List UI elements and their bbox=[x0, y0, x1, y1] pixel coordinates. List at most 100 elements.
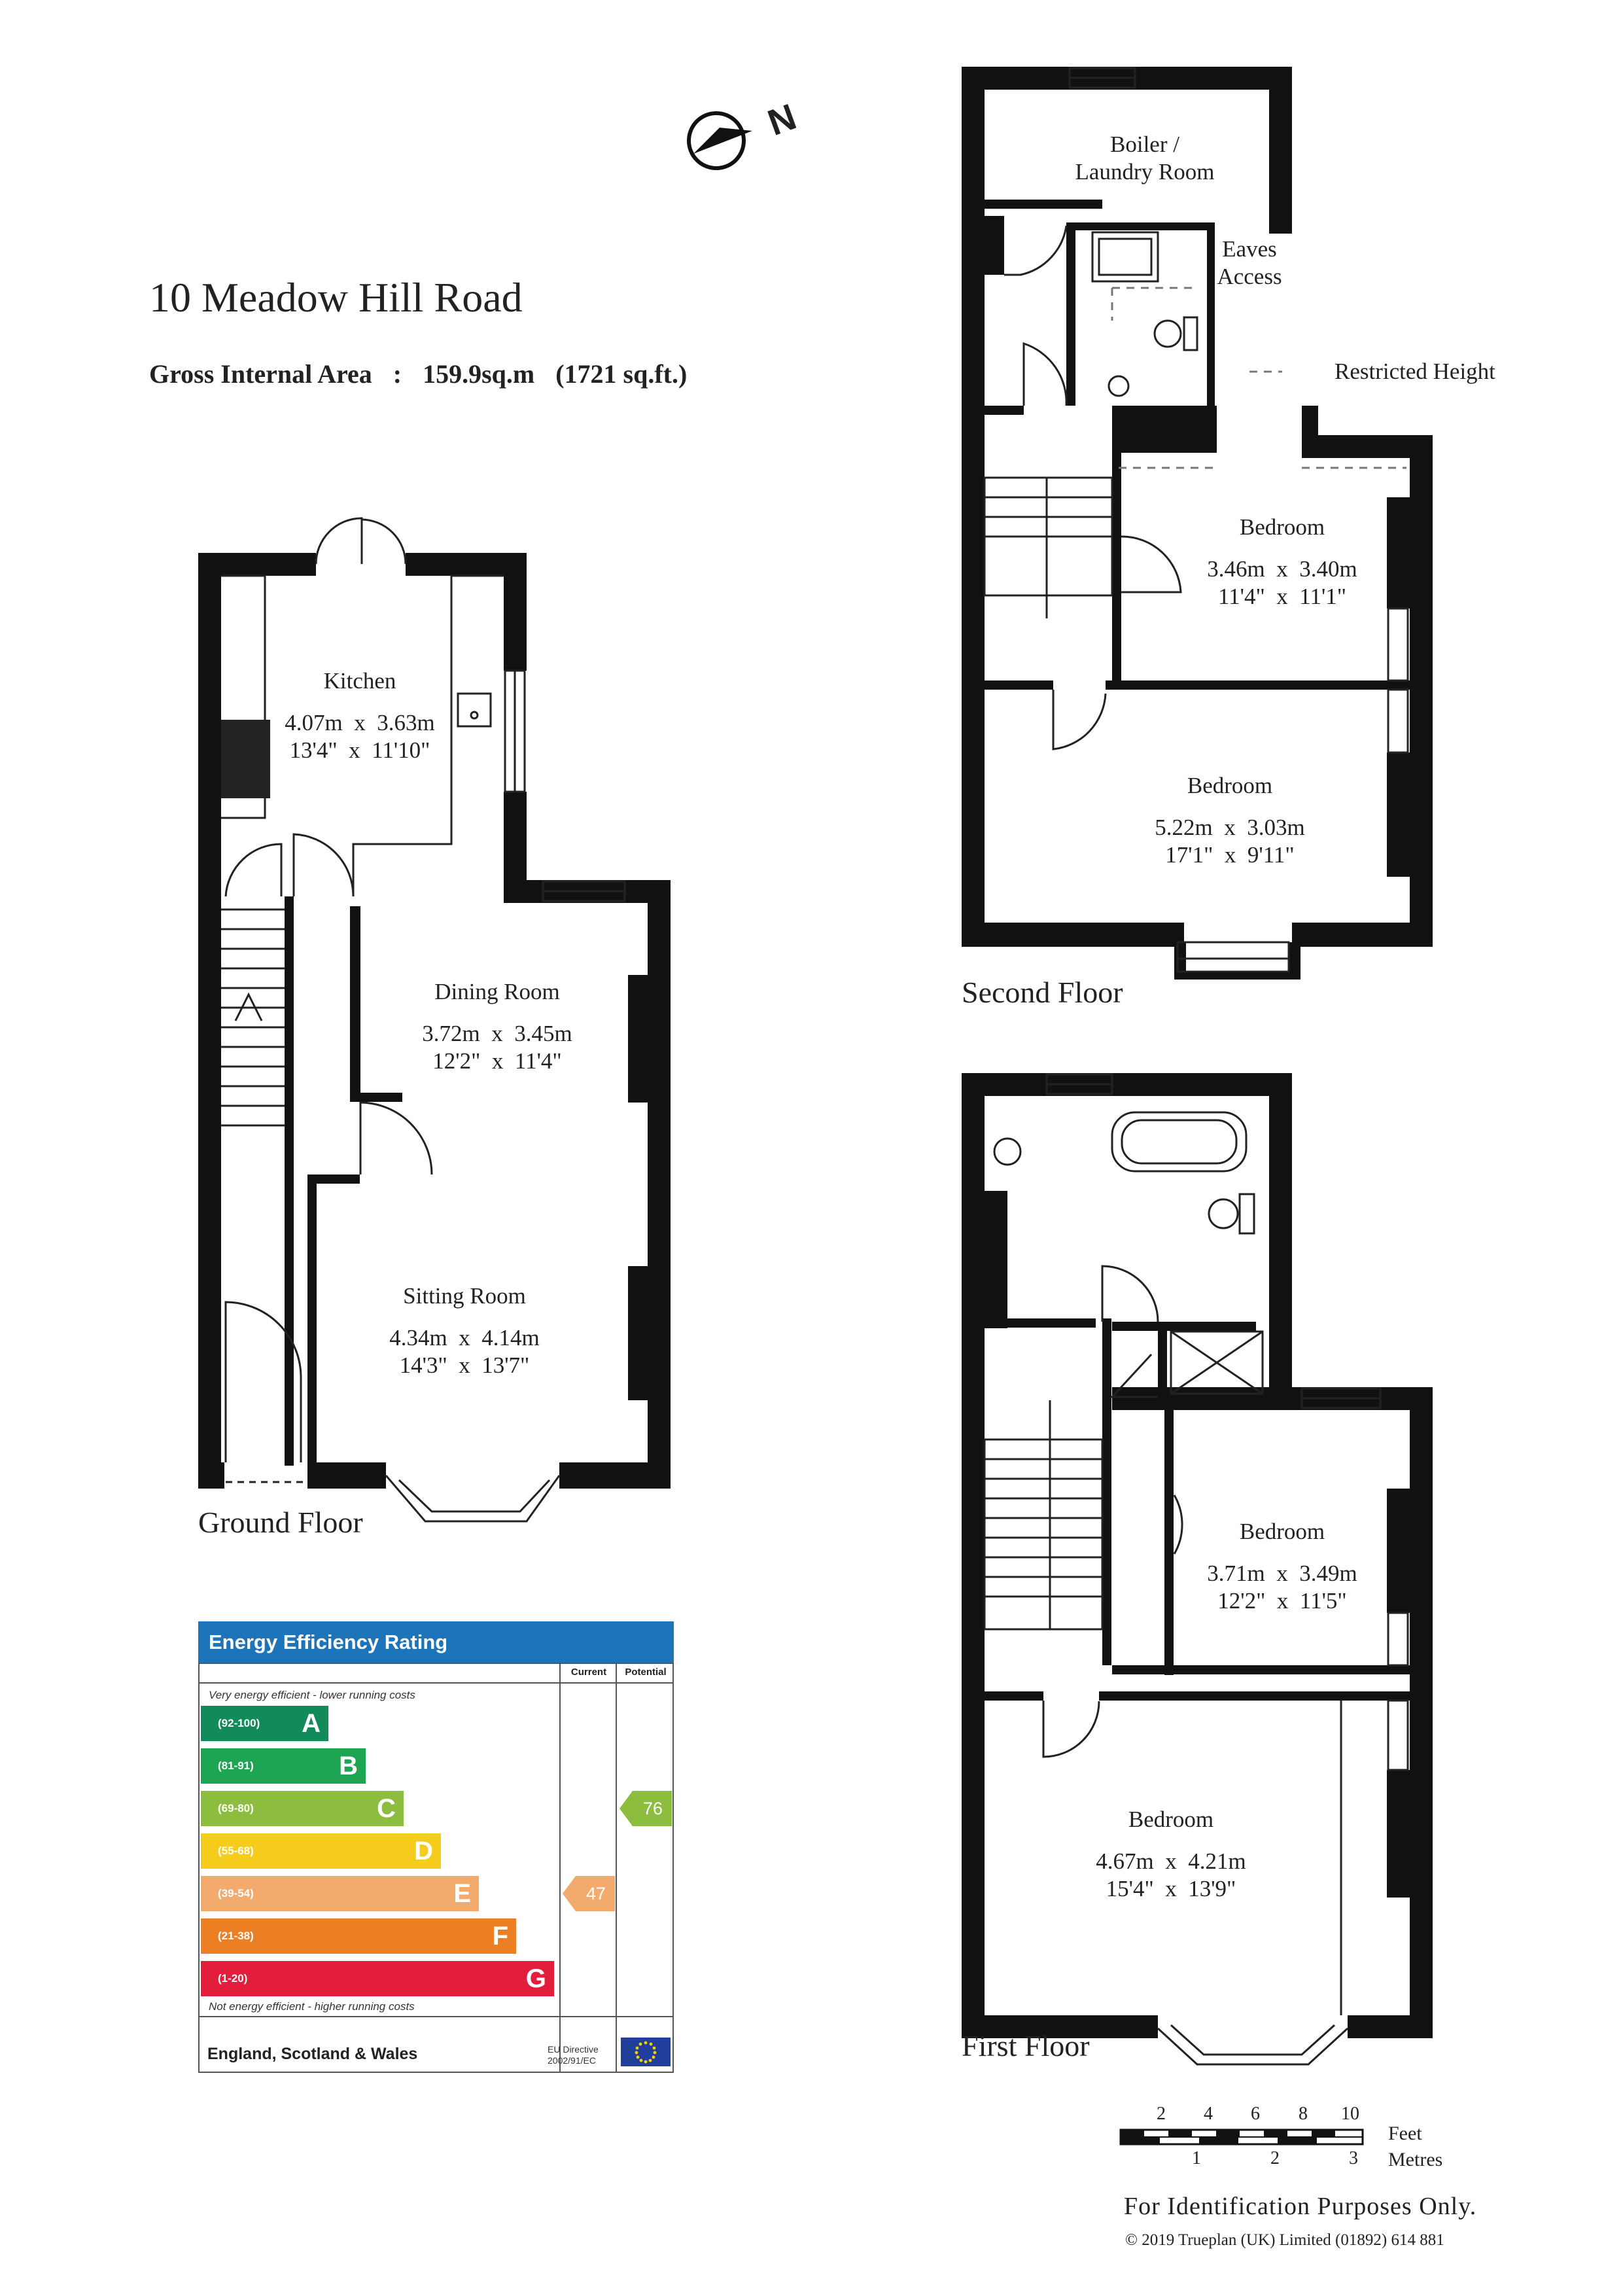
gia-sqm: 159.9sq.m bbox=[423, 359, 535, 389]
room-name: Bedroom bbox=[1239, 514, 1325, 540]
second-floor-walls bbox=[962, 67, 1433, 980]
room-metric: 3.72m x 3.45m bbox=[422, 1021, 572, 1046]
room-name-line2: Laundry Room bbox=[1075, 159, 1215, 185]
directive-line1: EU Directive bbox=[548, 2044, 599, 2055]
first-floor-label: First Floor bbox=[962, 2029, 1090, 2062]
epc-table: Current Potential Very energy efficient … bbox=[198, 1663, 674, 2073]
band-letter: C bbox=[377, 1794, 396, 1823]
gia-sqft: (1721 sq.ft.) bbox=[555, 359, 688, 389]
first-floor-walls bbox=[962, 1073, 1433, 2038]
copyright-note: © 2019 Trueplan (UK) Limited (01892) 614… bbox=[1125, 2231, 1444, 2249]
scale-metre-tick: 3 bbox=[1349, 2148, 1358, 2168]
gia-separator: : bbox=[393, 359, 402, 389]
room-imperial: 17'1" x 9'11" bbox=[1165, 842, 1295, 868]
room-name: Kitchen bbox=[323, 668, 396, 694]
epc-band-b: (81-91) B bbox=[201, 1748, 366, 1784]
room-imperial: 12'2" x 11'4" bbox=[432, 1048, 562, 1074]
epc-band-f: (21-38) F bbox=[201, 1918, 516, 1954]
room-name-line1: Boiler / bbox=[1110, 132, 1179, 157]
band-range: (81-91) bbox=[218, 1759, 254, 1772]
room-name: Dining Room bbox=[434, 979, 560, 1004]
room-imperial: 14'3" x 13'7" bbox=[399, 1352, 530, 1378]
epc-current-rating: 47 bbox=[563, 1876, 618, 1911]
band-letter: B bbox=[339, 1752, 358, 1780]
identification-note: For Identification Purposes Only. bbox=[1124, 2193, 1477, 2220]
room-metric: 4.67m x 4.21m bbox=[1096, 1848, 1246, 1874]
room-ff-bedroom-large: Bedroom 4.67m x 4.21m 15'4" x 13'9" bbox=[1073, 1806, 1269, 1903]
room-sf-bedroom-small: Bedroom 3.46m x 3.40m 11'4" x 11'1" bbox=[1184, 514, 1380, 610]
room-dining: Dining Room 3.72m x 3.45m 12'2" x 11'4" bbox=[399, 978, 595, 1075]
epc-current-header: Current bbox=[570, 1667, 607, 1678]
eu-flag-icon bbox=[621, 2038, 671, 2066]
epc-footer-region: England, Scotland & Wales bbox=[207, 2045, 418, 2063]
scale-feet-tick: 2 bbox=[1157, 2104, 1166, 2124]
scale-feet-tick: 4 bbox=[1204, 2104, 1213, 2124]
second-floor-label: Second Floor bbox=[962, 976, 1123, 1009]
scale-feet-tick: 10 bbox=[1341, 2104, 1359, 2124]
band-range: (39-54) bbox=[218, 1887, 254, 1899]
property-title: 10 Meadow Hill Road bbox=[149, 274, 523, 321]
room-sitting: Sitting Room 4.34m x 4.14m 14'3" x 13'7" bbox=[366, 1282, 563, 1379]
epc-note-top: Very energy efficient - lower running co… bbox=[209, 1689, 415, 1701]
room-metric: 4.07m x 3.63m bbox=[285, 710, 435, 735]
scale-feet-tick: 6 bbox=[1251, 2104, 1260, 2124]
room-kitchen: Kitchen 4.07m x 3.63m 13'4" x 11'10" bbox=[262, 667, 458, 764]
room-imperial: 13'4" x 11'10" bbox=[289, 737, 430, 763]
room-name: Sitting Room bbox=[403, 1283, 526, 1309]
current-value: 47 bbox=[585, 1884, 606, 1903]
scale-feet-tick: 8 bbox=[1299, 2104, 1308, 2124]
band-range: (92-100) bbox=[218, 1717, 260, 1729]
epc-current-column: Current bbox=[559, 1664, 606, 2072]
room-name-line1: Eaves bbox=[1222, 236, 1277, 262]
room-metric: 5.22m x 3.03m bbox=[1155, 815, 1305, 840]
epc-band-g: (1-20) G bbox=[201, 1961, 554, 1996]
band-letter: D bbox=[414, 1837, 433, 1865]
epc-band-c: (69-80) C bbox=[201, 1791, 404, 1826]
epc-band-e: (39-54) E bbox=[201, 1876, 479, 1911]
epc-potential-header: Potential bbox=[625, 1667, 667, 1678]
band-letter: F bbox=[492, 1922, 508, 1951]
room-imperial: 11'4" x 11'1" bbox=[1217, 584, 1347, 609]
epc-potential-column: Potential bbox=[616, 1664, 667, 2072]
scale-feet-label: Feet bbox=[1388, 2123, 1422, 2144]
ground-floor-label: Ground Floor bbox=[198, 1506, 363, 1539]
room-imperial: 15'4" x 13'9" bbox=[1106, 1876, 1236, 1901]
gia-label: Gross Internal Area bbox=[149, 359, 372, 389]
gross-internal-area: Gross Internal Area : 159.9sq.m (1721 sq… bbox=[149, 359, 701, 389]
directive-line2: 2002/91/EC bbox=[548, 2055, 596, 2066]
band-letter: A bbox=[302, 1709, 321, 1738]
room-eaves-access: Eaves Access bbox=[1204, 236, 1295, 291]
room-imperial: 12'2" x 11'5" bbox=[1217, 1588, 1347, 1614]
scale-metre-tick: 1 bbox=[1192, 2148, 1201, 2168]
scale-metres-label: Metres bbox=[1388, 2149, 1443, 2170]
room-name-line2: Access bbox=[1217, 264, 1282, 289]
band-range: (69-80) bbox=[218, 1802, 254, 1814]
epc-band-a: (92-100) A bbox=[201, 1706, 328, 1741]
ground-floor-walls bbox=[198, 553, 671, 1489]
potential-value: 76 bbox=[642, 1799, 663, 1818]
band-range: (1-20) bbox=[218, 1972, 248, 1985]
room-ff-bedroom-small: Bedroom 3.71m x 3.49m 12'2" x 11'5" bbox=[1184, 1518, 1380, 1615]
epc-note-bottom: Not energy efficient - higher running co… bbox=[209, 2000, 415, 2013]
epc-title: Energy Efficiency Rating bbox=[198, 1621, 674, 1663]
legend-label: Restricted Height bbox=[1335, 359, 1495, 384]
band-range: (55-68) bbox=[218, 1845, 254, 1857]
band-letter: E bbox=[453, 1879, 471, 1908]
room-metric: 4.34m x 4.14m bbox=[389, 1325, 540, 1351]
energy-efficiency-rating: Energy Efficiency Rating Current Potenti… bbox=[198, 1621, 674, 2073]
band-letter: G bbox=[525, 1964, 546, 1993]
epc-potential-rating: 76 bbox=[620, 1791, 674, 1826]
band-range: (21-38) bbox=[218, 1930, 254, 1942]
compass-icon bbox=[687, 111, 752, 170]
scale-ruler bbox=[1119, 2128, 1364, 2146]
room-name: Bedroom bbox=[1187, 773, 1273, 798]
room-metric: 3.71m x 3.49m bbox=[1207, 1561, 1357, 1586]
room-name: Bedroom bbox=[1128, 1807, 1214, 1832]
epc-directive: EU Directive 2002/91/EC bbox=[548, 2044, 599, 2066]
room-name: Bedroom bbox=[1239, 1519, 1325, 1544]
room-sf-bedroom-large: Bedroom 5.22m x 3.03m 17'1" x 9'11" bbox=[1119, 772, 1341, 869]
scale-bar: 2 4 6 8 10 1 2 3 bbox=[1119, 2104, 1380, 2176]
scale-metre-tick: 2 bbox=[1270, 2148, 1280, 2168]
room-boiler-laundry: Boiler / Laundry Room bbox=[1047, 131, 1243, 186]
